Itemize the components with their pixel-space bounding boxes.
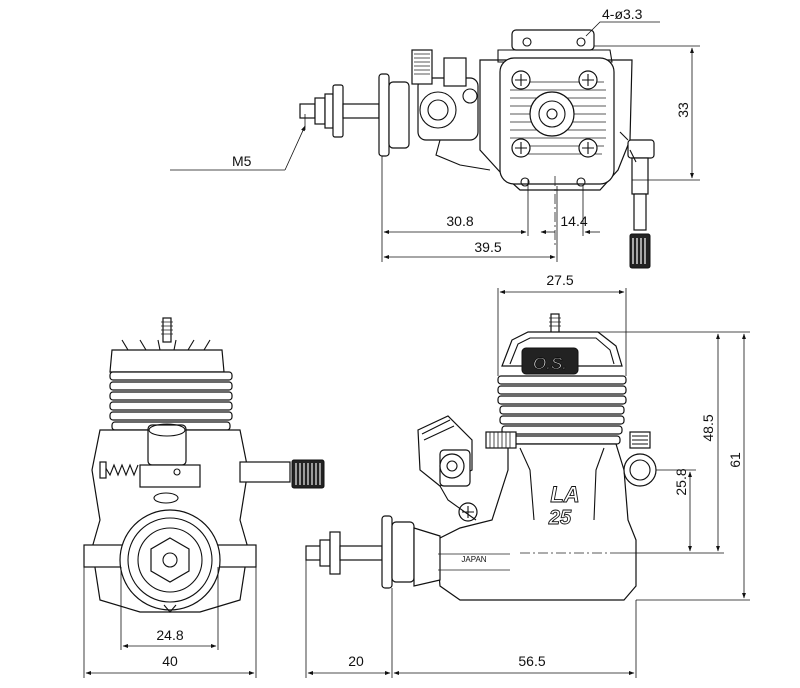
country-text: JAPAN: [461, 555, 486, 564]
dim-top-width-1-text: 30.8: [446, 213, 473, 229]
dim-front-width-text: 40: [162, 653, 178, 669]
dim-holes: 4-ø3.3: [585, 6, 660, 37]
side-view-cylinder-fins: [497, 375, 627, 445]
side-view-prop-shaft: [305, 515, 441, 589]
dim-top-height: 33: [594, 45, 700, 181]
dim-height-2: 61: [636, 331, 750, 601]
front-view: [83, 317, 325, 613]
dim-top-height-text: 33: [675, 102, 691, 118]
dim-head-width: 27.5: [497, 272, 627, 376]
top-view-needle: [619, 131, 655, 269]
dim-thread-text: M5: [232, 153, 252, 169]
dim-top-width-2-text: 14.4: [560, 213, 587, 229]
side-view-carburetor: [417, 415, 517, 521]
logo-text: O.S.: [533, 354, 567, 373]
top-view-carburetor: [411, 49, 491, 171]
model-line1-text: LA: [550, 482, 579, 507]
dim-thread: M5: [170, 114, 306, 171]
dim-height-2-text: 61: [727, 452, 743, 468]
dim-side-length-text: 56.5: [518, 653, 545, 669]
model-line2-text: 25: [548, 507, 572, 529]
dim-height-3-text: 25.8: [673, 468, 689, 495]
side-view-needle: [623, 431, 657, 487]
side-view: O.S. LA 25: [305, 313, 657, 601]
dim-prop-offset: 20: [305, 560, 393, 678]
top-view-crankcase: [479, 29, 633, 191]
dim-mount-width: 24.8: [120, 567, 219, 650]
dim-prop-offset-text: 20: [348, 653, 364, 669]
dim-top-widths: 30.8 14.4 39.5: [381, 156, 600, 262]
top-view-prop-shaft: [299, 73, 410, 157]
front-view-cylinder-fins: [109, 371, 233, 431]
side-view-logo: O.S.: [521, 347, 579, 375]
dim-side-length: 56.5: [393, 600, 637, 678]
dim-top-width-3-text: 39.5: [474, 239, 501, 255]
dim-height-3: 25.8: [656, 468, 696, 552]
top-view: [299, 29, 655, 269]
dim-mount-width-text: 24.8: [156, 627, 183, 643]
dim-holes-text: 4-ø3.3: [602, 6, 643, 22]
dim-height-1: 48.5: [560, 331, 724, 554]
dim-front-width: 40: [83, 567, 257, 678]
dim-head-width-text: 27.5: [546, 272, 573, 288]
dim-height-1-text: 48.5: [700, 414, 716, 441]
